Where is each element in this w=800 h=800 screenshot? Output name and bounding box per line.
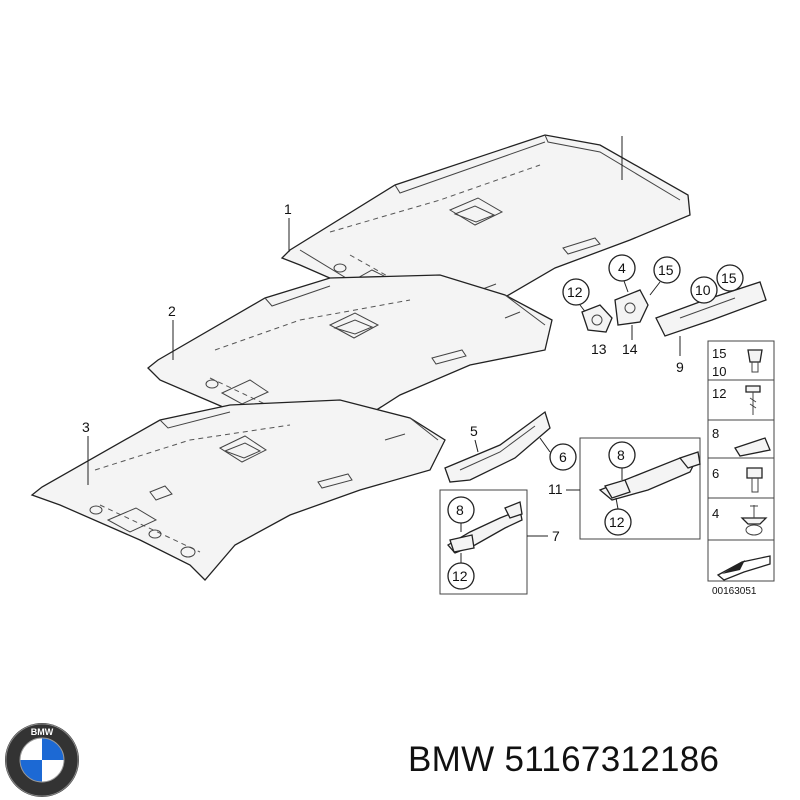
bracket-group-15-9: 15 10 15 9 — [649, 256, 767, 375]
svg-text:12: 12 — [609, 514, 625, 530]
svg-text:4: 4 — [618, 260, 626, 276]
svg-text:9: 9 — [676, 359, 684, 375]
svg-text:13: 13 — [591, 341, 607, 357]
legend-label-12: 12 — [712, 386, 726, 401]
svg-text:BMW: BMW — [31, 727, 54, 737]
clip-group-12-13: 12 13 — [562, 278, 613, 357]
fastener-legend: 15 10 12 8 6 4 00163051 — [707, 340, 775, 597]
svg-text:2: 2 — [168, 303, 176, 319]
callout-1: 1 — [284, 201, 292, 252]
svg-text:7: 7 — [552, 528, 560, 544]
svg-text:14: 14 — [622, 341, 638, 357]
legend-label-8: 8 — [712, 426, 719, 441]
bmw-logo: BMW — [5, 723, 79, 797]
legend-label-4: 4 — [712, 506, 719, 521]
diagram-id: 00163051 — [712, 586, 757, 597]
legend-label-6: 6 — [712, 466, 719, 481]
svg-text:12: 12 — [567, 284, 583, 300]
bracket-group-5-6: 5 6 — [444, 410, 577, 483]
legend-label-15: 15 — [712, 346, 726, 361]
svg-text:11: 11 — [548, 481, 563, 497]
callout-2: 2 — [168, 303, 176, 360]
svg-text:1: 1 — [284, 201, 292, 217]
clip-group-4-14: 4 14 — [608, 254, 649, 357]
callout-3: 3 — [82, 419, 90, 485]
headliner-part-3 — [30, 399, 446, 581]
svg-text:3: 3 — [82, 419, 90, 435]
svg-text:10: 10 — [695, 282, 711, 298]
svg-text:5: 5 — [470, 423, 478, 439]
part-number-caption: BMW 51167312186 — [408, 740, 720, 779]
grab-handle-box-7: 7 8 12 — [439, 489, 560, 595]
svg-text:8: 8 — [617, 447, 625, 463]
svg-text:8: 8 — [456, 502, 464, 518]
svg-text:15: 15 — [658, 262, 674, 278]
svg-text:12: 12 — [452, 568, 468, 584]
grab-handle-box-11: 11 8 12 — [548, 437, 701, 540]
svg-text:6: 6 — [559, 449, 567, 465]
legend-label-10: 10 — [712, 364, 726, 379]
svg-text:15: 15 — [721, 270, 737, 286]
